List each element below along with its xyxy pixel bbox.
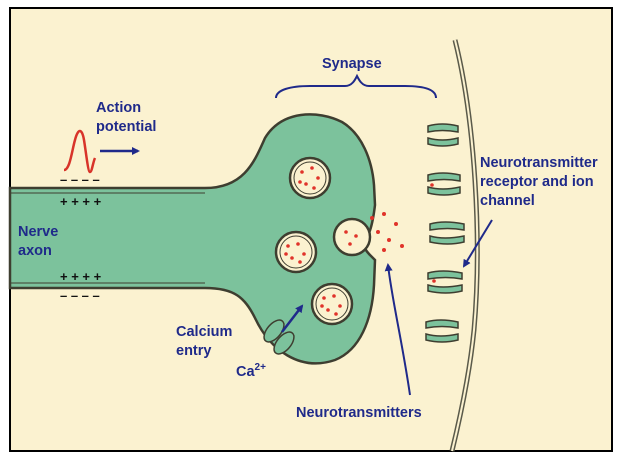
neurotransmitters-label: Neurotransmitters: [296, 405, 422, 421]
vesicle-icon: [276, 232, 316, 272]
action-potential-label-line1: Action: [96, 100, 141, 116]
charge-outside-bottom: – – – –: [60, 288, 100, 303]
calcium-entry-label-line1: Calcium: [176, 324, 232, 340]
vesicle-icon: [312, 284, 352, 324]
fusing-vesicle: [334, 219, 370, 255]
receptor-label-line3: channel: [480, 193, 535, 209]
action-potential-label-line2: potential: [96, 119, 156, 135]
vesicle-icon: [290, 158, 330, 198]
receptor-label-line2: receptor and ion: [480, 174, 594, 190]
nerve-axon-label-line1: Nerve: [18, 224, 58, 240]
calcium-ion-charge: 2+: [255, 362, 267, 373]
charge-outside-top: – – – –: [60, 172, 100, 187]
charge-inside-top: + + + +: [60, 194, 102, 209]
nerve-axon-label-line2: axon: [18, 243, 52, 259]
charge-inside-bottom: + + + +: [60, 269, 102, 284]
synapse-label: Synapse: [322, 56, 382, 72]
calcium-entry-label-line2: entry: [176, 343, 211, 359]
receptor-label-line1: Neurotransmitter: [480, 155, 598, 171]
